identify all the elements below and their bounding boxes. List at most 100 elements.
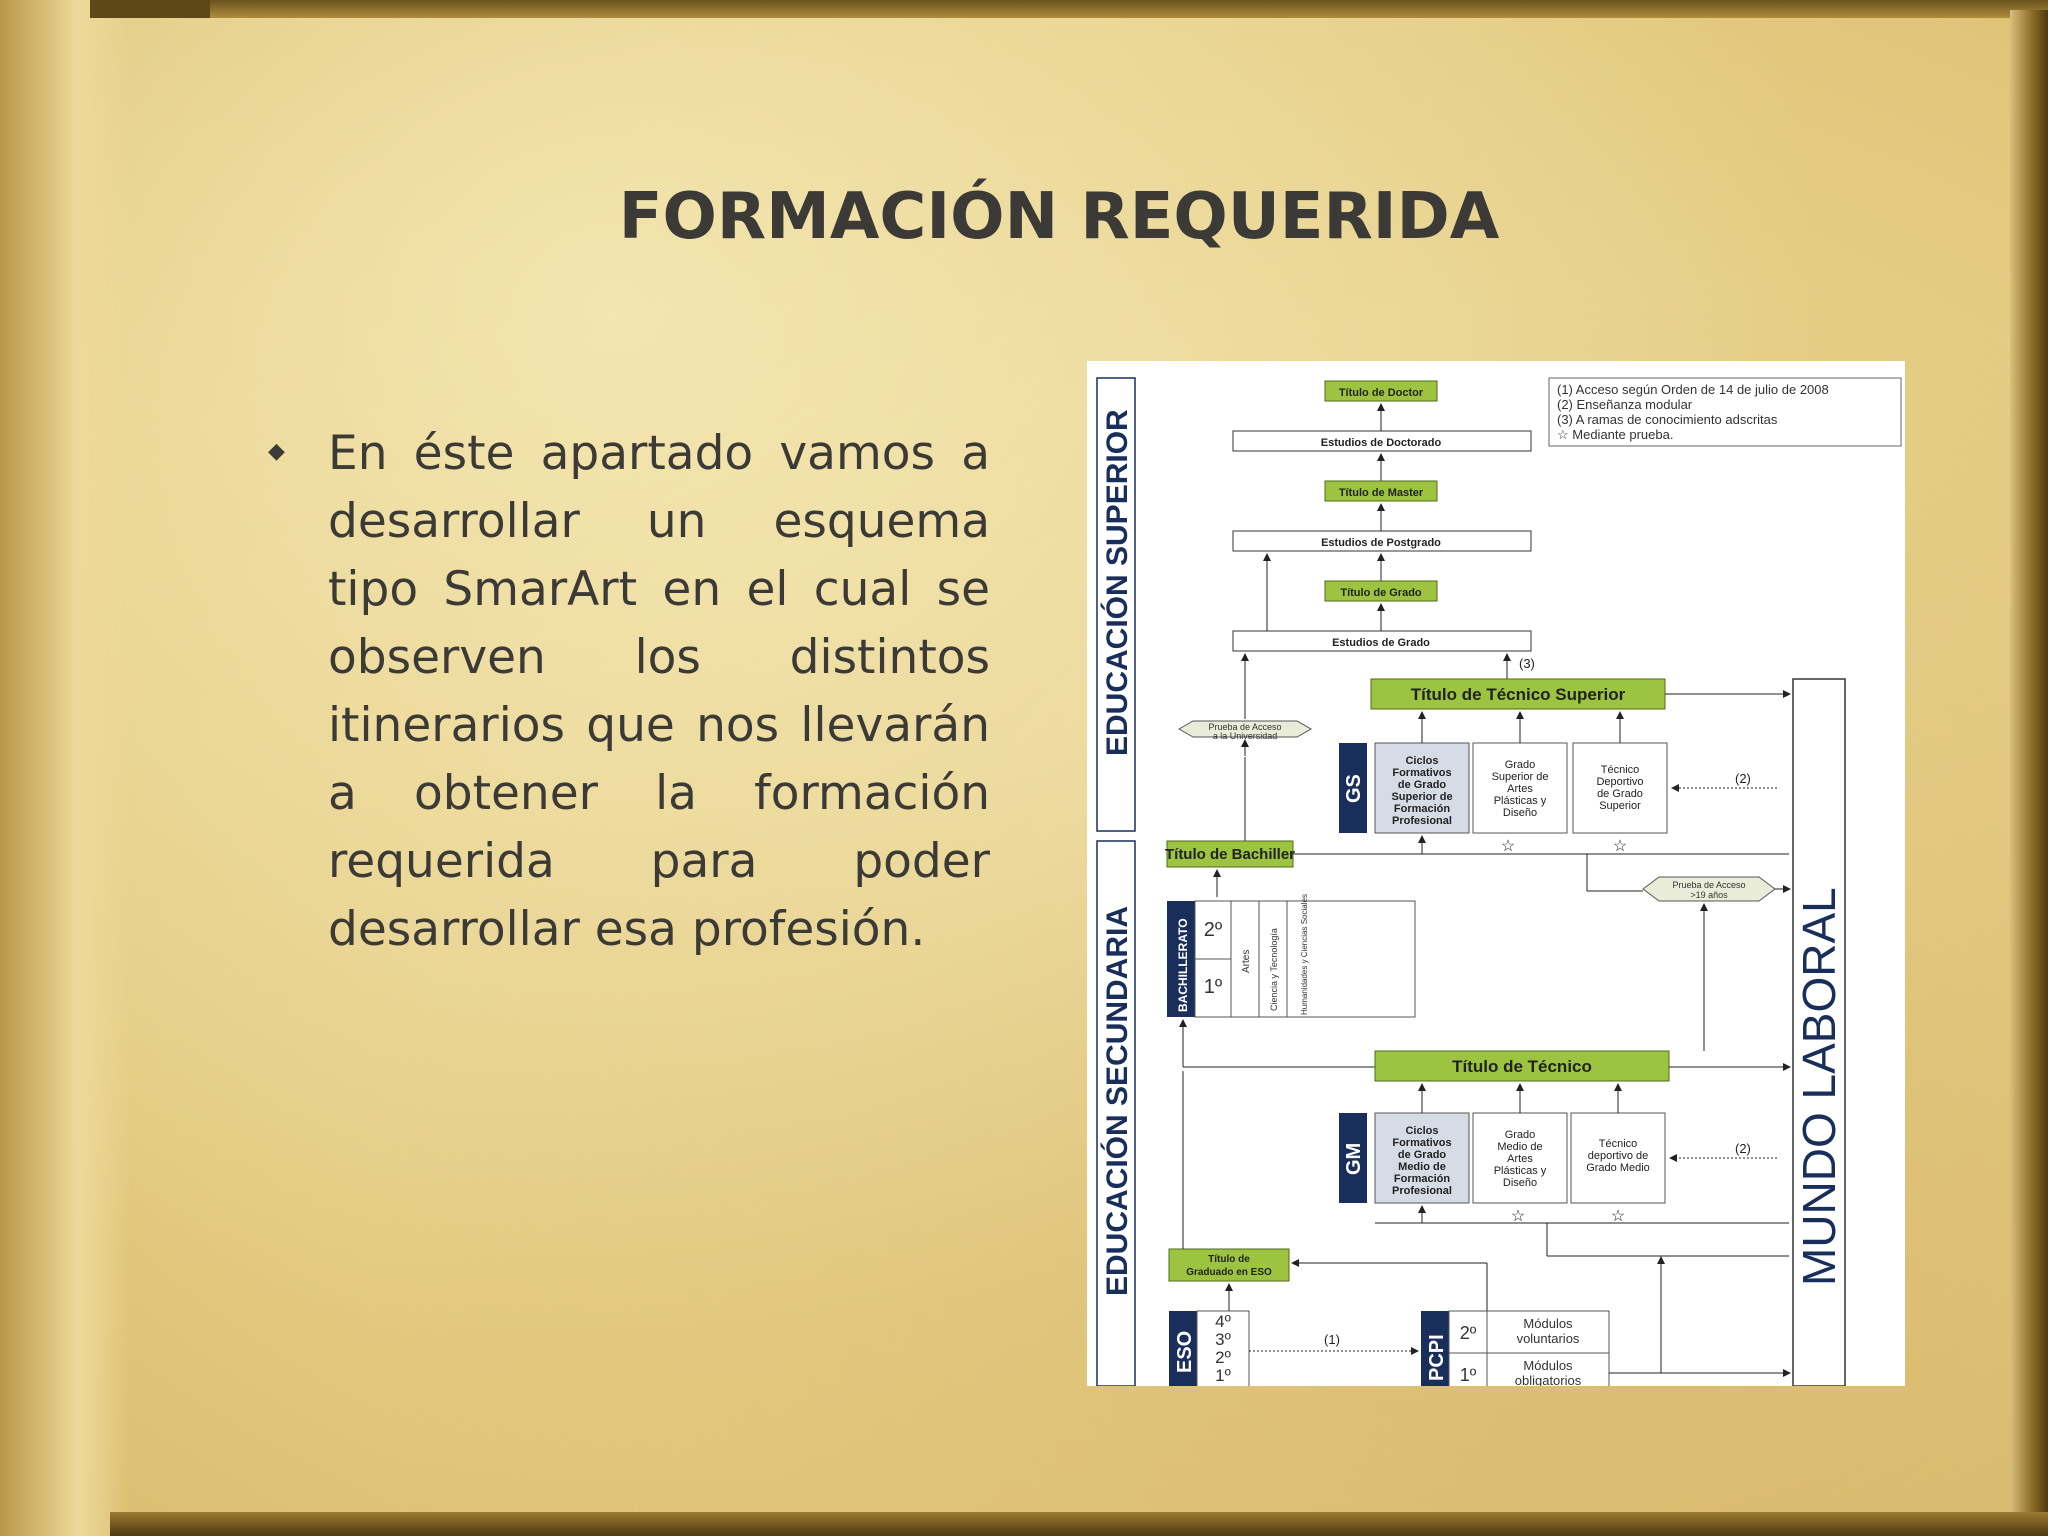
gm-artes-box	[1472, 1112, 1568, 1204]
titulo-doctor-text: Título de Doctor	[1339, 387, 1424, 399]
gm-col2-line: Artes	[1507, 1153, 1533, 1165]
gm-col1-line: Medio de	[1398, 1161, 1446, 1173]
gs-col2-line: Diseño	[1503, 807, 1537, 819]
gm-col3-line: Técnico	[1599, 1138, 1638, 1150]
gs-col1-line: Ciclos	[1405, 755, 1438, 767]
gm-label: GM	[1343, 1143, 1365, 1175]
prueba-19-text-2: >19 años	[1690, 890, 1728, 900]
gm-col1-line: Formativos	[1392, 1137, 1451, 1149]
book-bottom-edge	[110, 1512, 2048, 1536]
titulo-tecnico-superior-box	[1370, 678, 1666, 710]
titulo-tecnico-superior-text: Título de Técnico Superior	[1411, 685, 1626, 704]
eso-year-3: 3º	[1215, 1330, 1231, 1349]
gs-col3-line: de Grado	[1597, 788, 1643, 800]
modality-artes: Artes	[1241, 950, 1252, 973]
slide-title: FORMACIÓN REQUERIDA	[618, 180, 1500, 254]
eso-label: ESO	[1174, 1331, 1196, 1373]
gm-col3-line: deportivo de	[1588, 1150, 1649, 1162]
pcpi-mod1-1: Módulos	[1523, 1358, 1573, 1373]
pcpi-mod2-1: Módulos	[1523, 1316, 1573, 1331]
prueba-universidad-text-2: a la Universidad	[1213, 731, 1278, 741]
superior-label: EDUCACIÓN SUPERIOR	[1100, 409, 1134, 756]
eso-year-4: 4º	[1215, 1312, 1231, 1331]
legend-line-4: ☆ Mediante prueba.	[1557, 427, 1673, 442]
titulo-eso-text-1: Título de	[1208, 1254, 1250, 1265]
gm-col2-line: Medio de	[1497, 1141, 1542, 1153]
gs-ciclos-box	[1374, 742, 1470, 834]
titulo-bachiller-text: Título de Bachiller	[1165, 846, 1295, 863]
gs-label: GS	[1343, 774, 1365, 803]
gm-col1-line: Formación	[1394, 1173, 1451, 1185]
estudios-doctorado-box	[1232, 430, 1532, 452]
gs-col1-line: Superior de	[1391, 791, 1452, 803]
mundo-laboral-label: MUNDO LABORAL	[1793, 887, 1845, 1286]
gm-col2-line: Plásticas y	[1494, 1165, 1547, 1177]
modality-humanidades: Humanidades y Ciencias Sociales	[1300, 894, 1309, 1015]
star-icon: ☆	[1611, 1208, 1625, 1225]
gs-deportivo-box	[1572, 742, 1668, 834]
secundaria-frame	[1096, 840, 1136, 1386]
titulo-eso-box	[1168, 1248, 1290, 1282]
book-right-edge	[2010, 10, 2048, 1536]
gm-col3-line: Grado Medio	[1586, 1162, 1650, 1174]
bachillerato-label-box	[1167, 901, 1195, 1017]
diagram-canvas: EDUCACIÓN SUPERIOR EDUCACIÓN SECUNDARIA …	[1096, 377, 1902, 1386]
gs-col3-line: Superior	[1599, 800, 1641, 812]
bachillerato-label: BACHILLERATO	[1176, 918, 1190, 1012]
titulo-bachiller-box	[1166, 840, 1294, 868]
gs-col1-line: de Grado	[1398, 779, 1447, 791]
diamond-bullet-icon: ◆	[268, 438, 285, 463]
note-3: (3)	[1519, 656, 1535, 671]
legend-line-3: (3) A ramas de conocimiento adscritas	[1557, 412, 1778, 427]
estudios-postgrado-text: Estudios de Postgrado	[1321, 537, 1441, 549]
eso-label-box	[1169, 1311, 1197, 1386]
bachillerato-year-2: 2º	[1204, 919, 1223, 941]
gs-col2-line: Plásticas y	[1494, 795, 1547, 807]
secundaria-label: EDUCACIÓN SECUNDARIA	[1100, 906, 1134, 1296]
star-icon: ☆	[1501, 838, 1515, 855]
gs-artes-box	[1472, 742, 1568, 834]
legend-box	[1548, 377, 1902, 447]
star-icon: ☆	[1613, 838, 1627, 855]
gm-col2-line: Diseño	[1503, 1177, 1537, 1189]
education-system-diagram: EDUCACIÓN SUPERIOR EDUCACIÓN SECUNDARIA …	[1087, 361, 1905, 1386]
legend-line-1: (1) Acceso según Orden de 14 de julio de…	[1557, 382, 1829, 397]
bullet-text: En éste apartado vamos a desarrollar un …	[328, 426, 990, 957]
eso-year-1: 1º	[1215, 1366, 1231, 1385]
superior-frame	[1096, 377, 1136, 832]
estudios-postgrado-box	[1232, 530, 1532, 552]
titulo-master-text: Título de Master	[1339, 487, 1424, 499]
gs-col3-line: Deportivo	[1596, 776, 1643, 788]
book-top-edge	[200, 0, 2048, 18]
note-1: (1)	[1324, 1332, 1340, 1347]
gs-col2-line: Artes	[1507, 783, 1533, 795]
pcpi-year-2: 2º	[1460, 1323, 1477, 1343]
prueba-universidad-text-1: Prueba de Acceso	[1208, 722, 1281, 732]
book-spine	[0, 0, 130, 1536]
gm-col1-line: Profesional	[1392, 1185, 1452, 1197]
prueba-19-text-1: Prueba de Acceso	[1672, 880, 1745, 890]
mundo-laboral-frame	[1792, 678, 1846, 1386]
pcpi-year-1: 1º	[1460, 1365, 1477, 1385]
bachillerato-year-1: 1º	[1204, 976, 1223, 998]
gm-col1-line: de Grado	[1398, 1149, 1447, 1161]
estudios-grado-box	[1232, 630, 1532, 652]
gm-col1-line: Ciclos	[1405, 1125, 1438, 1137]
gs-col2-line: Superior de	[1492, 771, 1549, 783]
gs-col3-line: Técnico	[1601, 764, 1640, 776]
pcpi-mod2-2: voluntarios	[1517, 1331, 1580, 1346]
note-2-gm: (2)	[1735, 1141, 1751, 1156]
gs-label-box	[1339, 743, 1367, 833]
eso-years-box	[1196, 1310, 1250, 1386]
book-top-left-edge	[90, 0, 210, 18]
prueba-universidad-hexagon	[1177, 720, 1313, 738]
estudios-grado-text: Estudios de Grado	[1332, 637, 1430, 649]
modality-ciencia: Ciencia y Tecnología	[1269, 928, 1279, 1011]
gm-label-box	[1339, 1113, 1367, 1203]
legend-line-2: (2) Enseñanza modular	[1557, 397, 1693, 412]
gs-col1-line: Formativos	[1392, 767, 1451, 779]
eso-year-2: 2º	[1215, 1348, 1231, 1367]
gs-col1-line: Formación	[1394, 803, 1451, 815]
gs-col2-line: Grado	[1505, 759, 1536, 771]
